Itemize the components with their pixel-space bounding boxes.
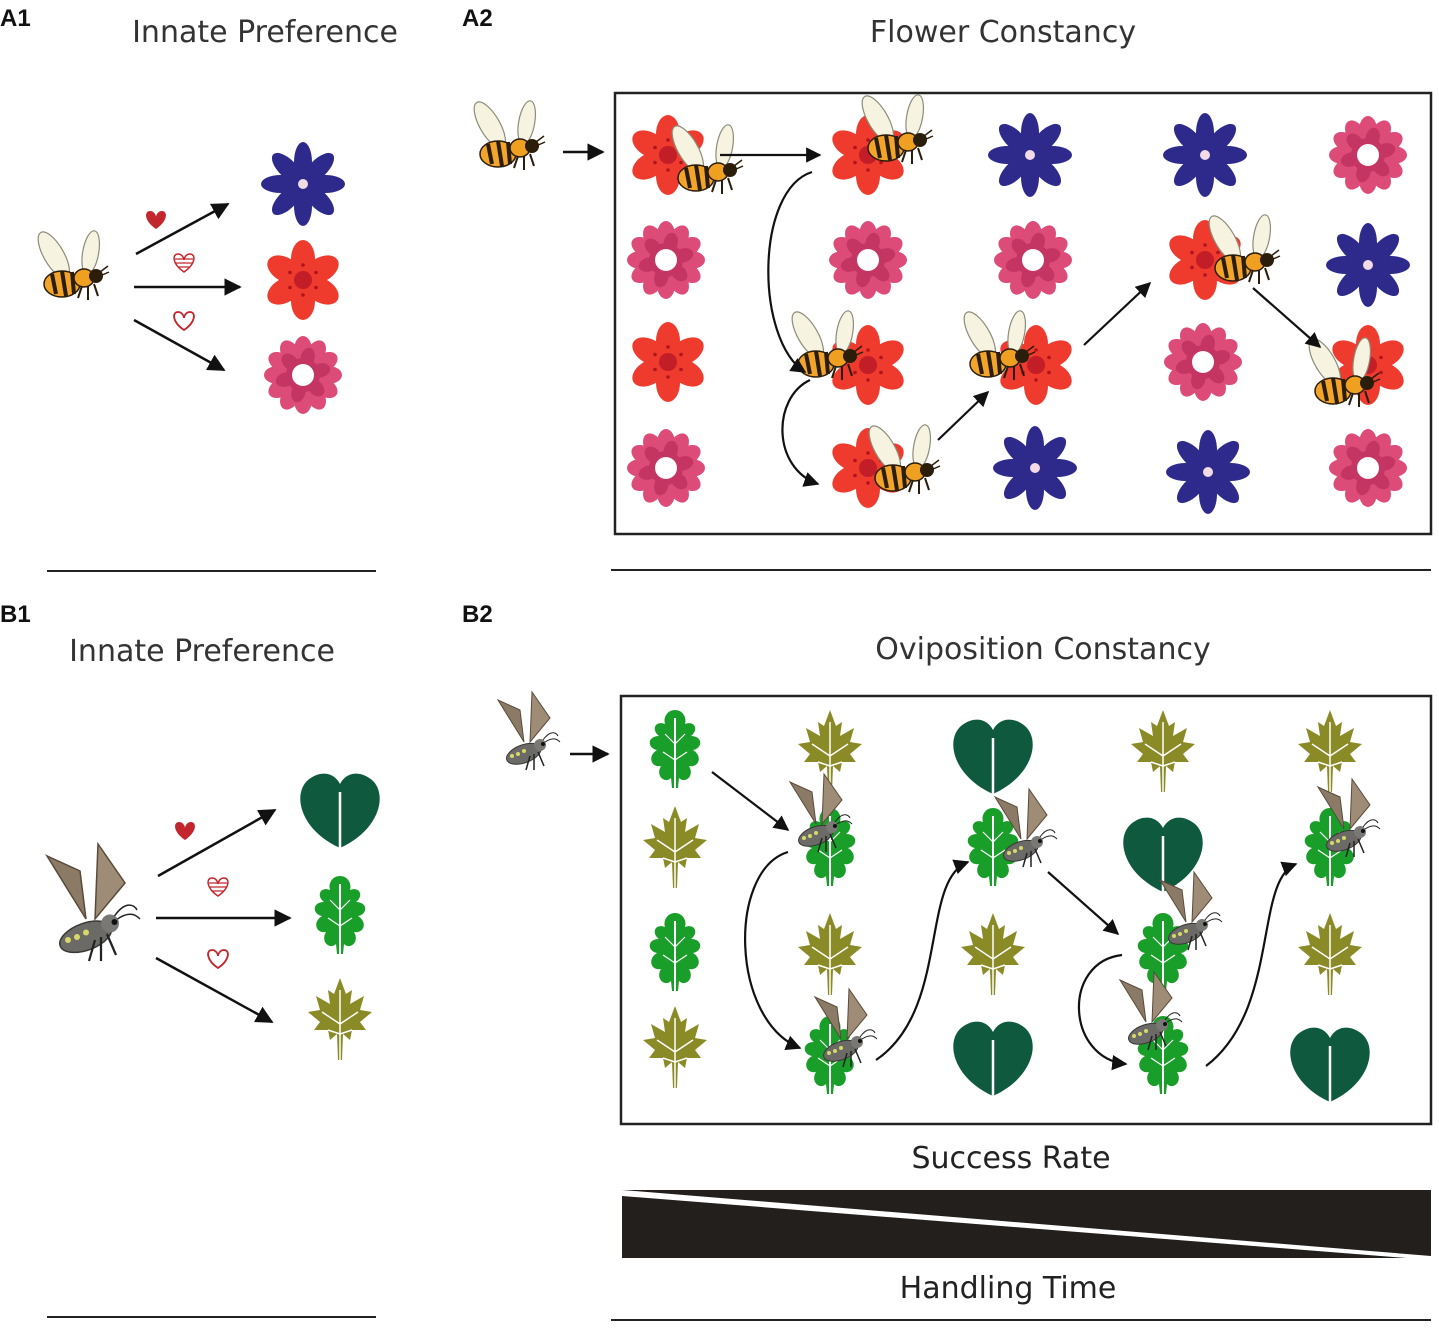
- leaf-olive-icon: [797, 709, 863, 793]
- flower-blue-icon: [988, 113, 1072, 197]
- panel-label-a2: A2: [462, 5, 493, 32]
- flower-pink-icon: [627, 221, 705, 299]
- bee-entering-icon: [466, 95, 547, 172]
- leaf-olive-icon: [960, 912, 1026, 996]
- moth-icon: [45, 842, 142, 963]
- leaf-olive-icon: [797, 912, 863, 996]
- gradient-bar-divider: [622, 1190, 1431, 1260]
- flower-red-icon: [627, 322, 709, 402]
- leaf-olive-icon: [1130, 709, 1196, 793]
- separators: [47, 569, 1431, 1321]
- flower-blue-icon: [993, 426, 1077, 510]
- panel-label-b1: B1: [0, 601, 31, 628]
- leaf-dark-icon: [1122, 816, 1204, 904]
- leaf-green-icon: [648, 709, 702, 797]
- leaf-field-box: [619, 694, 1433, 1126]
- flower-field-box: [613, 91, 1433, 536]
- path-arrow: [767, 170, 813, 373]
- flower-pink-icon: [1164, 323, 1242, 401]
- panel-a1: [30, 142, 345, 414]
- path-arrow: [711, 771, 790, 831]
- heart-full-icon: [175, 822, 195, 840]
- flower-blue-icon: [1166, 430, 1250, 514]
- path-arrow: [781, 379, 820, 487]
- flower-red-icon: [262, 240, 344, 320]
- panel-title-b1: Innate Preference: [69, 634, 335, 669]
- flower-pink-icon: [1329, 116, 1407, 194]
- leaf-olive-icon: [1297, 912, 1363, 996]
- flower-blue-icon: [261, 142, 345, 226]
- panel-title-a2: Flower Constancy: [870, 15, 1136, 50]
- path-arrow: [1252, 287, 1322, 349]
- arrow-to-pink-flower: [133, 318, 226, 372]
- flower-pink-icon: [264, 336, 342, 414]
- path-arrow: [937, 390, 990, 441]
- path-arrow: [744, 850, 802, 1050]
- path-arrow: [1083, 281, 1152, 346]
- panel-b2: Success Rate Handling Time: [497, 691, 1433, 1306]
- leaf-dark-icon: [952, 718, 1034, 806]
- heart-striped-icon: [173, 253, 195, 273]
- heart-empty-icon: [173, 311, 195, 331]
- flower-pink-icon: [627, 429, 705, 507]
- success-rate-label: Success Rate: [911, 1141, 1110, 1176]
- flower-blue-icon: [1163, 113, 1247, 197]
- heart-striped-icon: [207, 877, 229, 897]
- leaf-dark-icon: [1289, 1026, 1371, 1114]
- path-arrow: [1205, 861, 1298, 1067]
- path-arrow: [875, 859, 970, 1061]
- heart-empty-icon: [207, 949, 229, 969]
- moth-ovipositing-icon: [1159, 871, 1223, 951]
- panel-label-b2: B2: [462, 601, 493, 628]
- panel-b1: [45, 772, 381, 1061]
- flower-pink-icon: [1329, 429, 1407, 507]
- panel-label-a1: A1: [0, 5, 31, 32]
- flower-pink-icon: [994, 221, 1072, 299]
- panel-title-a1: Innate Preference: [132, 15, 398, 50]
- flower-pink-icon: [829, 221, 907, 299]
- arrow-to-blue-flower: [135, 202, 230, 256]
- path-arrow: [1077, 953, 1128, 1071]
- leaf-dark-icon: [299, 772, 381, 860]
- panel-a2: [466, 89, 1433, 536]
- arrow-to-dark-leaf: [157, 808, 277, 878]
- leaf-dark-icon: [952, 1020, 1034, 1108]
- heart-full-icon: [146, 211, 166, 229]
- leaf-olive-icon: [642, 1005, 708, 1089]
- success-handling-gradient-bar: [622, 1190, 1431, 1260]
- arrow-to-olive-leaf: [155, 956, 274, 1024]
- leaf-green-icon: [648, 912, 702, 1000]
- moth-entering-icon: [497, 691, 561, 771]
- flower-blue-icon: [1326, 223, 1410, 307]
- leaf-olive-icon: [642, 805, 708, 889]
- leaf-olive-icon: [307, 977, 373, 1061]
- bee-icon: [30, 225, 111, 302]
- handling-time-label: Handling Time: [900, 1271, 1117, 1306]
- leaf-green-icon: [313, 875, 367, 963]
- path-arrow: [1047, 871, 1120, 936]
- panel-title-b2: Oviposition Constancy: [875, 632, 1210, 667]
